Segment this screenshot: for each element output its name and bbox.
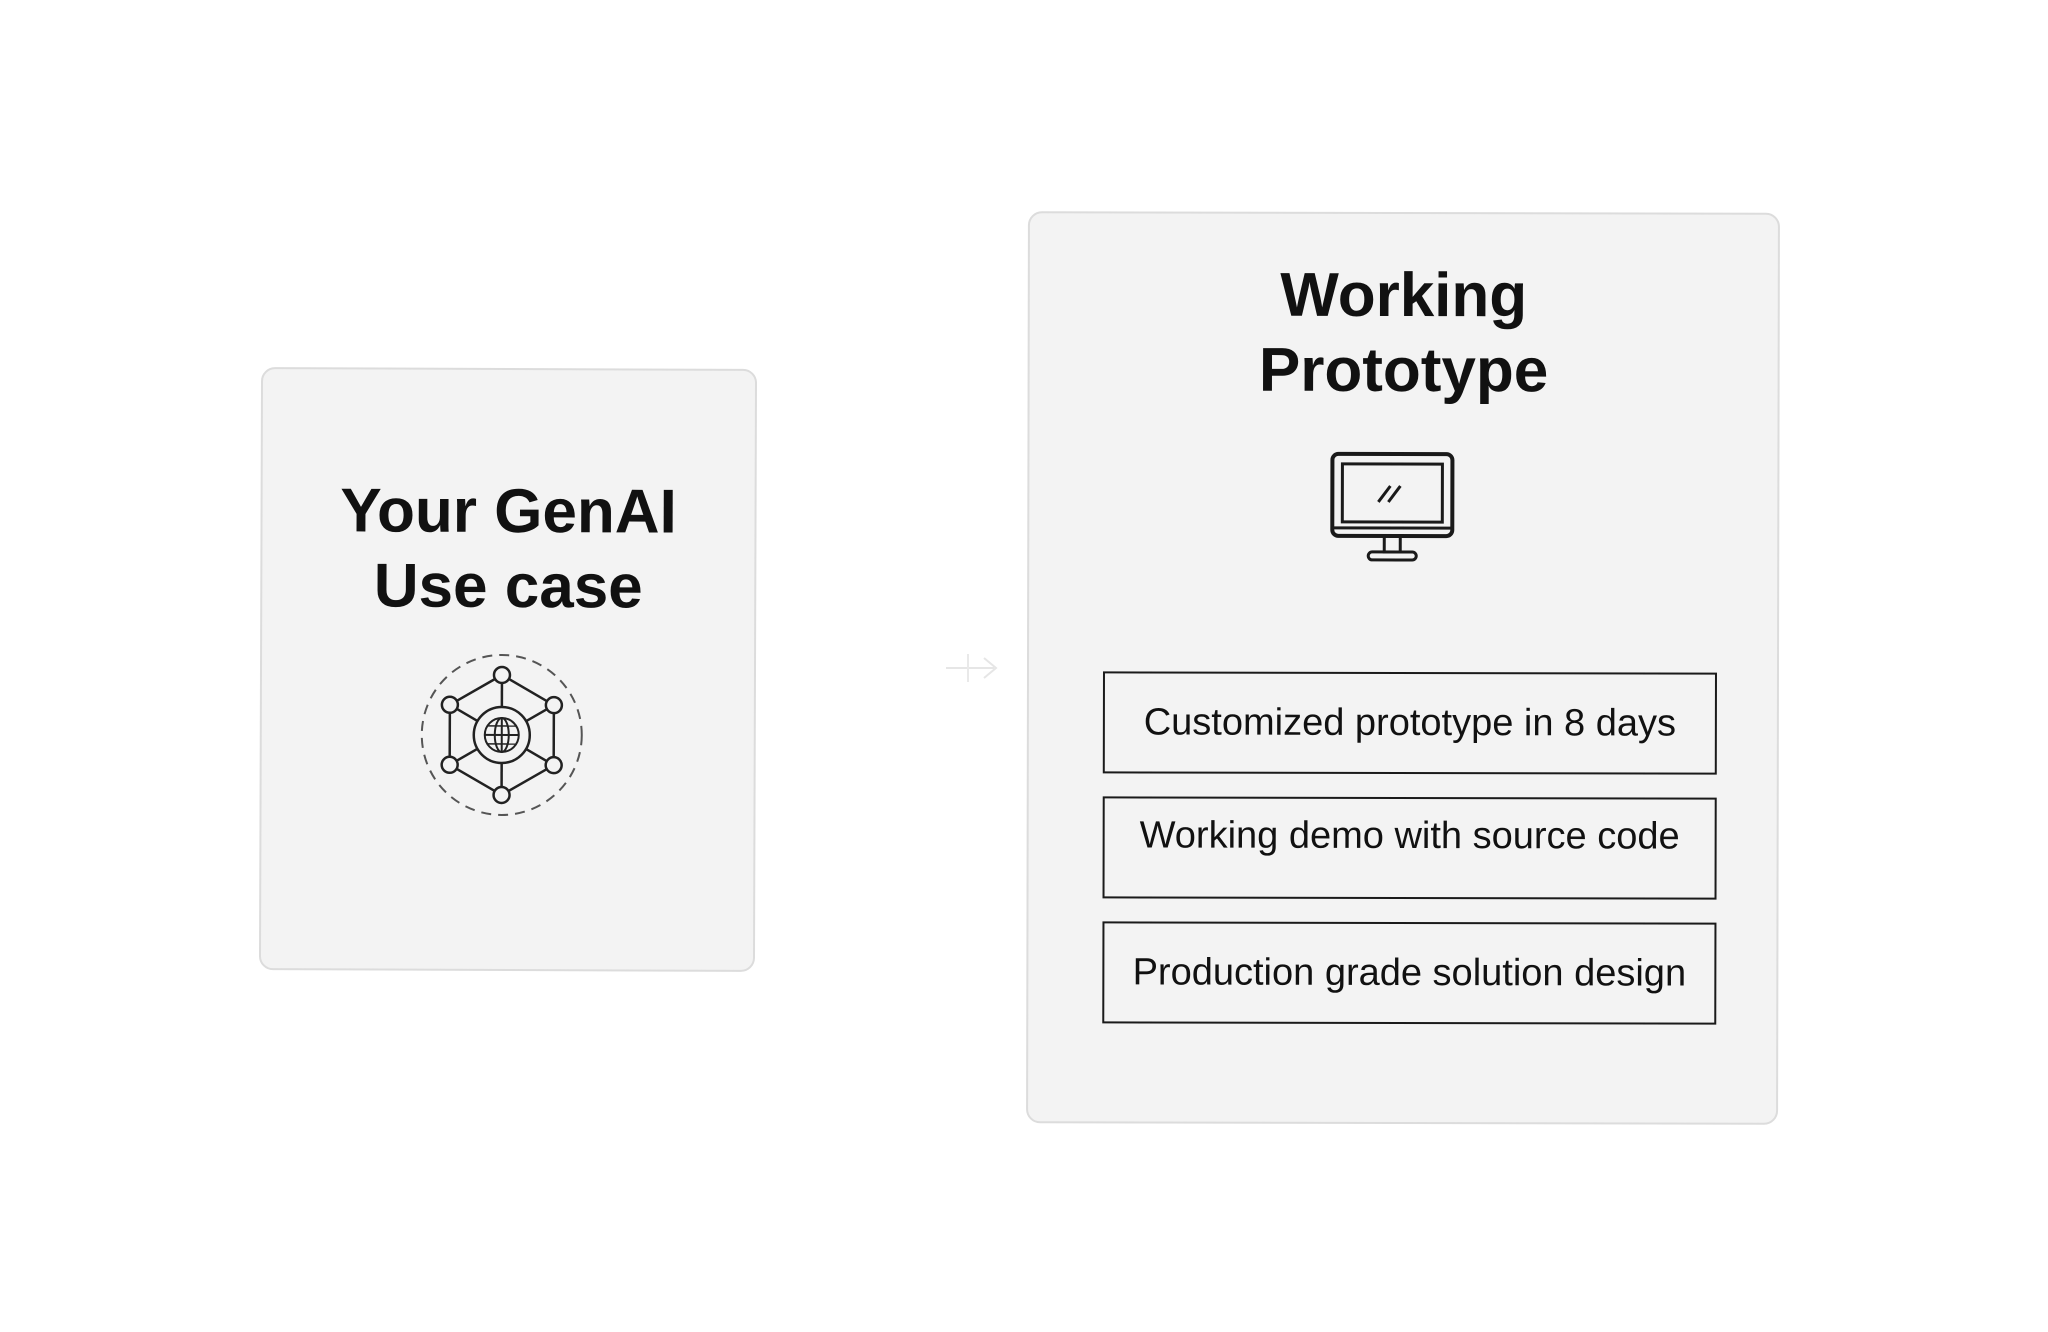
use-case-title: Your GenAI Use case (262, 473, 755, 625)
feature-box-production-design: Production grade solution design (1102, 921, 1717, 1025)
faint-arrow-icon (946, 654, 998, 682)
feature-box-customized-prototype: Customized prototype in 8 days (1102, 671, 1717, 775)
network-globe-icon (416, 650, 587, 821)
feature-label: Working demo with source code (1139, 814, 1680, 858)
prototype-title-line1: Working (1280, 260, 1528, 331)
use-case-title-line2: Use case (373, 551, 643, 622)
feature-label: Customized prototype in 8 days (1143, 700, 1677, 745)
feature-box-working-demo: Working demo with source code (1102, 796, 1717, 900)
use-case-card: Your GenAI Use case (258, 367, 758, 972)
prototype-title: Working Prototype (1030, 257, 1778, 409)
use-case-title-line1: Your GenAI (340, 476, 677, 547)
prototype-card: Working Prototype Customized prototype i… (1026, 211, 1780, 1125)
feature-label: Production grade solution design (1132, 950, 1687, 995)
prototype-title-line2: Prototype (1258, 335, 1549, 406)
monitor-icon (1322, 444, 1462, 574)
